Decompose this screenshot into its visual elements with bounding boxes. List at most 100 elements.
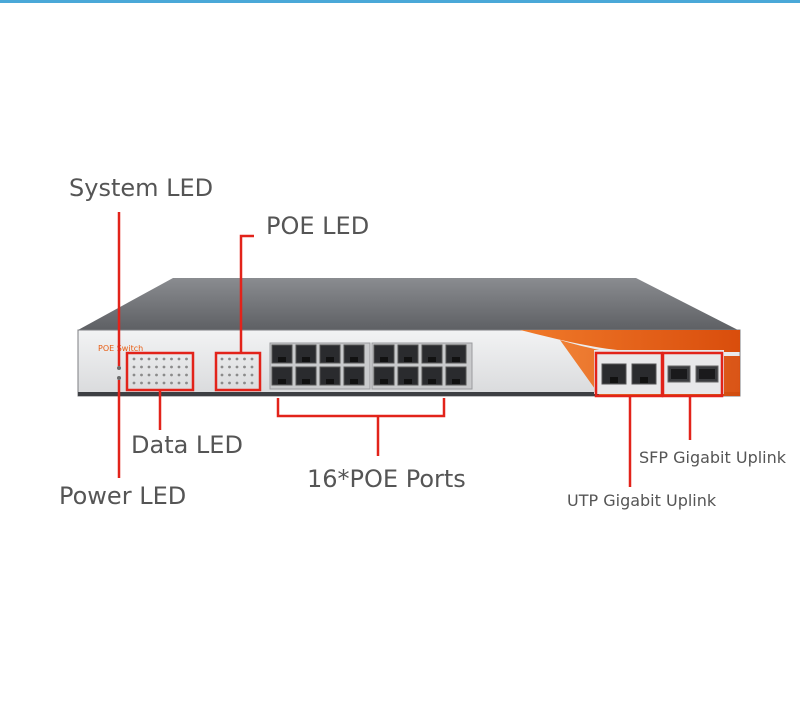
data-led [185,381,188,385]
rj45-latch [452,357,460,362]
poe-led [220,373,224,377]
rj45-port [445,344,467,364]
system-led-label: System LED [69,174,214,202]
data-led [185,357,188,361]
rj45-port [373,366,395,386]
rj45-latch [278,357,286,362]
top-border-line [0,0,800,3]
poe-led [243,357,246,361]
data-led [162,381,166,385]
sfp-uplink-box [661,351,724,398]
sfp-cage [671,369,687,379]
data-led [147,381,151,385]
rj45-port [295,344,317,364]
brand-label: POE Switch [98,344,143,353]
poe-ports-label: 16*POE Ports [307,465,466,493]
data-led [155,373,158,377]
rj45-latch [640,377,648,383]
poe-led [235,357,239,361]
data-led [147,357,151,361]
sfp-cage [699,369,715,379]
data-led [140,365,143,369]
rj45-port [271,366,293,386]
rj45-port [343,344,365,364]
poe-led-label: POE LED [266,212,370,240]
rj45-port [421,344,443,364]
data-led [170,365,173,369]
data-led [132,381,136,385]
rj45-latch [350,379,358,384]
data-led [162,357,166,361]
utp-uplink-label: UTP Gigabit Uplink [567,491,717,510]
poe-led [250,373,254,377]
data-led [132,365,136,369]
rj45-latch [302,357,310,362]
rj45-port [295,366,317,386]
chassis-top [78,278,738,330]
poe-led [250,381,254,385]
poe-led [220,365,224,369]
poe-led [228,373,231,377]
utp-uplink-port [601,363,627,385]
data-led [140,373,143,377]
utp-uplink-port [631,363,657,385]
poe-led [228,365,231,369]
rj45-port [421,366,443,386]
rj45-latch [404,357,412,362]
rj45-port [397,366,419,386]
poe-led [250,365,254,369]
rj45-port [445,366,467,386]
data-led [162,365,166,369]
rj45-latch [428,379,436,384]
data-led [132,373,136,377]
data-led [170,357,173,361]
callout-graphics [117,212,724,487]
data-led [177,381,181,385]
poe-led-leader [239,234,254,353]
power-led-dot [117,376,121,380]
rj45-latch [380,379,388,384]
rj45-latch [404,379,412,384]
rj45-port [373,344,395,364]
data-led [177,365,181,369]
poe-led [243,373,246,377]
rj45-port [343,366,365,386]
data-led [177,373,181,377]
data-led [147,365,151,369]
poe-led [243,381,246,385]
poe-led [235,373,239,377]
poe-led-box [214,351,262,392]
data-led [162,373,166,377]
data-led [170,381,173,385]
data-led [185,365,188,369]
data-led [185,373,188,377]
rj45-latch [380,357,388,362]
poe-ports-bracket [276,398,446,418]
rj45-latch [326,379,334,384]
poe-led [235,381,239,385]
rj45-latch [326,357,334,362]
sfp-uplink-label: SFP Gigabit Uplink [639,448,787,467]
rj45-latch [350,357,358,362]
power-led-label: Power LED [59,482,187,510]
system-led-dot [117,366,121,370]
data-led [155,365,158,369]
poe-led [243,365,246,369]
data-led [132,357,136,361]
poe-port-block [269,342,473,390]
rj45-latch [610,377,618,383]
data-led-label: Data LED [131,431,243,459]
data-led [170,373,173,377]
poe-led [220,381,224,385]
data-led-grid [132,357,188,385]
poe-led [235,365,239,369]
uplink-port-block [601,363,719,385]
data-led [140,357,143,361]
data-led [155,357,158,361]
rj45-latch [302,379,310,384]
data-led [147,373,151,377]
rj45-latch [452,379,460,384]
data-led [177,357,181,361]
chassis-bottom-edge [78,392,740,396]
